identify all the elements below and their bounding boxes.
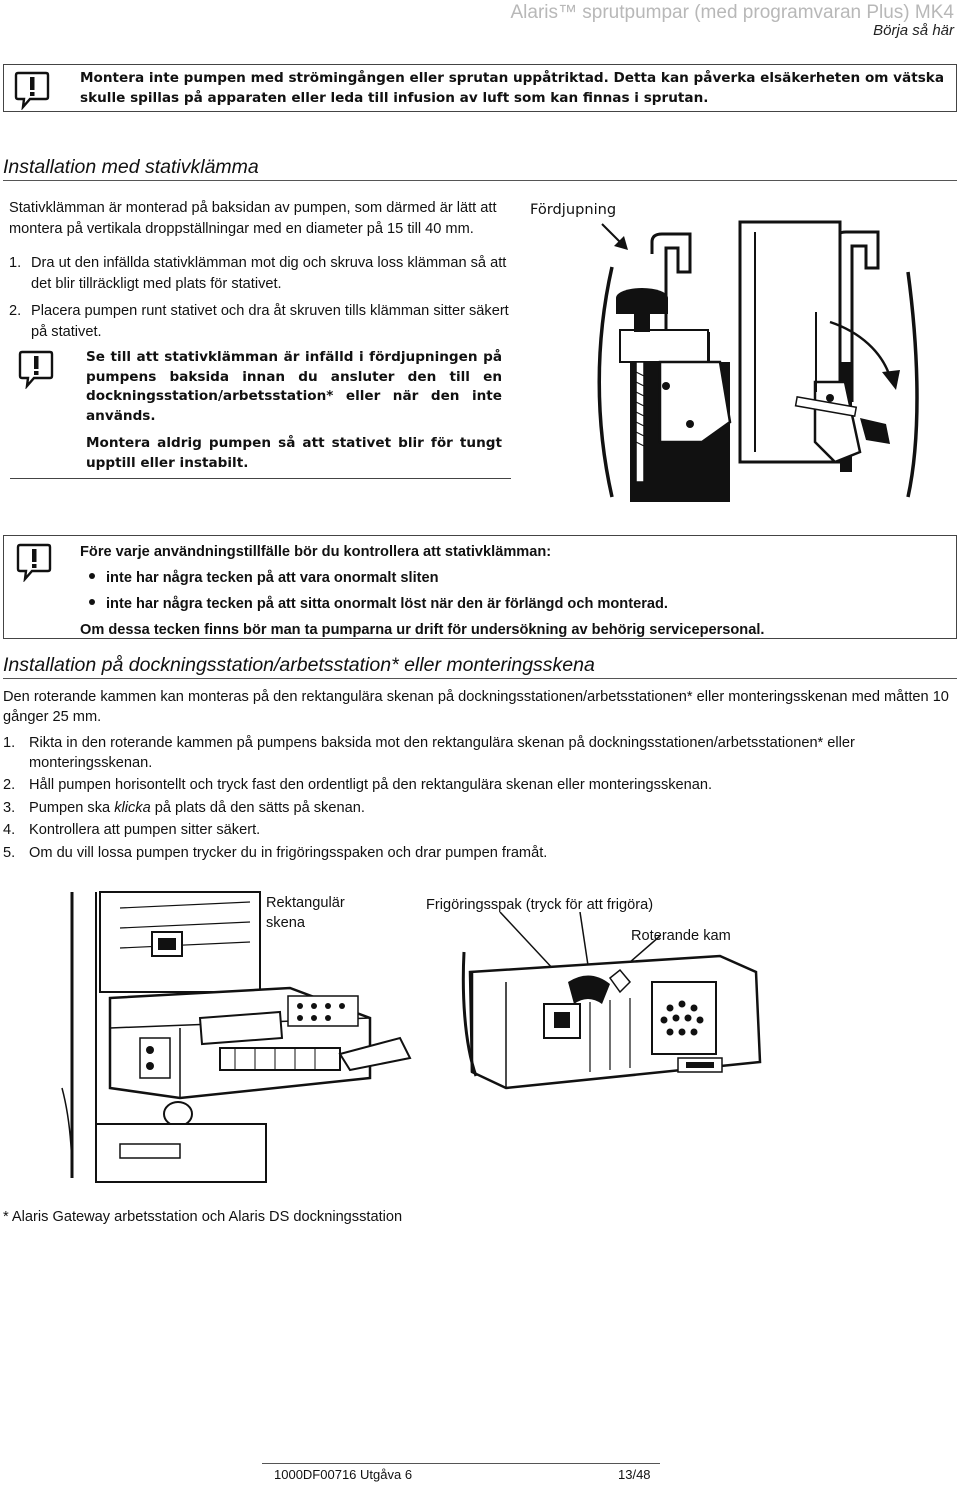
warning-line-2: Montera aldrig pumpen så att stativet bl…	[86, 435, 502, 471]
step-text: Rikta in den roterande kammen på pumpens…	[29, 735, 855, 771]
warning-box-inspection: Före varje användningstillfälle bör du k…	[3, 535, 957, 639]
step-number: 2.	[3, 777, 16, 793]
pump-back-illustration	[461, 912, 762, 1090]
heading-rule	[3, 678, 957, 679]
step-text: Håll pumpen horisontellt och tryck fast …	[29, 777, 713, 793]
step-text: Placera pumpen runt stativet och dra åt …	[31, 303, 509, 340]
step-number: 4.	[3, 822, 16, 838]
step-number: 3.	[3, 799, 16, 816]
section-subtitle: Börja så här	[873, 22, 954, 39]
step-text: Dra ut den infällda stativklämman mot di…	[31, 255, 507, 292]
warning-icon	[14, 71, 50, 110]
document-number: 1000DF00716 Utgåva 6	[274, 1467, 413, 1482]
heading-rule	[3, 180, 957, 181]
label-rail-line2: skena	[266, 915, 305, 931]
warning-bottom-rule	[10, 478, 511, 479]
footnote: * Alaris Gateway arbetsstation och Alari…	[3, 1209, 403, 1225]
step-number: 1.	[9, 255, 22, 271]
docking-text: Den roterande kammen kan monteras på den…	[3, 688, 953, 863]
warning-line-1: Se till att stativklämman är infälld i f…	[86, 349, 502, 424]
section-heading-docking: Installation på dockningsstation/arbetss…	[3, 654, 595, 676]
list-item: inte har några tecken på att vara onorma…	[80, 565, 950, 591]
pole-clamp-illustration	[597, 220, 919, 502]
step-number: 5.	[3, 844, 16, 861]
footer-rule	[262, 1463, 660, 1464]
docking-intro: Den roterande kammen kan monteras på den…	[3, 689, 949, 725]
step-text: Om du vill lossa pumpen trycker du in fr…	[29, 844, 548, 861]
label-release-lever: Frigöringsspak (tryck för att frigöra)	[426, 897, 654, 913]
pole-clamp-warning: Se till att stativklämman är infälld i f…	[86, 348, 502, 473]
dock-step-2: 2. Håll pumpen horisontellt och tryck fa…	[3, 776, 953, 796]
warning-icon	[18, 350, 54, 389]
dock-step-5: 5. Om du vill lossa pumpen trycker du in…	[3, 844, 953, 864]
label-recess: Fördjupning	[530, 201, 617, 218]
list-item: inte har några tecken på att sitta onorm…	[80, 591, 950, 617]
inspection-outro: Om dessa tecken finns bör man ta pumparn…	[80, 622, 765, 638]
step-text-emphasis: klicka	[114, 799, 151, 816]
warning-icon	[16, 543, 52, 582]
inspection-bullets: inte har några tecken på att vara onorma…	[80, 565, 950, 617]
pole-clamp-intro: Stativklämman är monterad på baksidan av…	[9, 200, 497, 237]
dock-step-4: 4. Kontrollera att pumpen sitter säkert.	[3, 821, 953, 841]
pole-step-2: 2. Placera pumpen runt stativet och dra …	[9, 301, 515, 343]
step-number: 2.	[9, 303, 22, 319]
page-number: 13/48	[618, 1467, 651, 1482]
step-text-post: på plats då den sätts på skenan.	[150, 799, 365, 816]
pole-clamp-text: Stativklämman är monterad på baksidan av…	[9, 198, 515, 343]
dock-step-3: 3. Pumpen ska klicka på plats då den sät…	[3, 799, 953, 819]
dock-step-1: 1. Rikta in den roterande kammen på pump…	[3, 734, 953, 773]
document-title: Alaris™ sprutpumpar (med programvaran Pl…	[510, 2, 955, 23]
step-number: 1.	[3, 735, 16, 751]
warning-text: Montera inte pumpen med strömingången el…	[80, 70, 945, 106]
step-text: Kontrollera att pumpen sitter säkert.	[29, 822, 261, 838]
inspection-intro: Före varje användningstillfälle bör du k…	[80, 544, 552, 560]
docking-station-illustration	[61, 891, 412, 1183]
warning-box-orientation: Montera inte pumpen med strömingången el…	[3, 64, 957, 112]
section-heading-pole-clamp: Installation med stativklämma	[3, 156, 259, 178]
inspection-text: Före varje användningstillfälle bör du k…	[80, 539, 950, 643]
label-rail: Rektangulär skena	[266, 893, 345, 933]
step-text-pre: Pumpen ska	[29, 799, 115, 816]
label-rail-line1: Rektangulär	[266, 895, 345, 911]
pole-step-1: 1. Dra ut den infällda stativklämman mot…	[9, 253, 515, 295]
